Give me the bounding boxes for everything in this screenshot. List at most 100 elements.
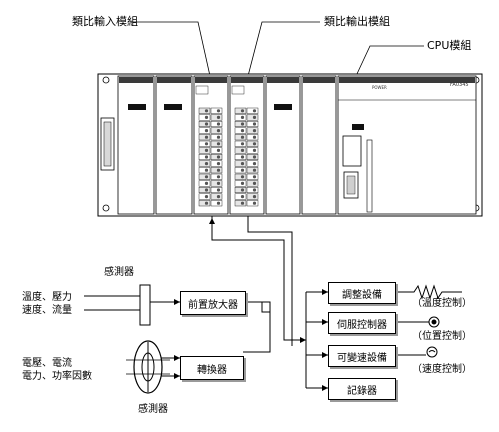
analog-input-terminal-screw: [204, 188, 209, 192]
bottom-sensor-measure-1: 電壓、電流: [22, 358, 72, 369]
analog-input-terminal-screw: [216, 142, 221, 146]
analog-input-callout: 類比輸入模組: [72, 15, 138, 28]
analog-output-terminal-screw: [240, 122, 245, 126]
analog-output-terminal-screw: [240, 168, 245, 172]
analog-input-terminal-screw: [204, 181, 209, 185]
analog-input-terminal-screw: [216, 162, 221, 166]
analog-input-terminal: [198, 120, 211, 127]
analog-output-terminal-screw: [252, 162, 257, 166]
analog-input-terminal-screw: [216, 168, 221, 172]
arrowheads: [174, 218, 328, 391]
analog-input-terminal-screw: [204, 129, 209, 133]
top-sensor-label: 感測器: [104, 267, 134, 278]
analog-output-terminal: [234, 186, 247, 193]
analog-output-terminal: [234, 153, 247, 160]
analog-output-terminal-screw: [252, 129, 257, 133]
analog-input-terminal: [198, 153, 211, 160]
output-box-adjuster: 調整設備: [328, 282, 396, 304]
analog-input-terminal: [198, 134, 211, 141]
wire-input-bus: [211, 216, 306, 341]
analog-output-terminal-screw: [240, 162, 245, 166]
analog-input-terminal-screw: [216, 188, 221, 192]
analog-output-terminal: [234, 134, 247, 141]
analog-output-terminal: [234, 160, 247, 167]
control-label-speed: （速度控制）: [412, 364, 472, 375]
io-module-3: [265, 75, 301, 215]
analog-output-module: [229, 75, 265, 215]
plc-rack: [97, 73, 483, 217]
cpu-leader: [355, 45, 424, 77]
analog-output-terminal-block: [234, 107, 259, 207]
top-sensor-measure-2: 速度、流量: [22, 305, 72, 316]
analog-input-terminal: [198, 180, 211, 187]
control-label-temperature: （溫度控制）: [412, 298, 472, 309]
analog-output-terminal-screw: [252, 142, 257, 146]
analog-output-terminal: [246, 173, 259, 180]
analog-input-terminal-screw: [216, 122, 221, 126]
analog-output-terminal: [234, 147, 247, 154]
analog-output-terminal-screw: [252, 168, 257, 172]
analog-input-terminal-screw: [204, 201, 209, 205]
preamplifier-box: 前置放大器: [180, 291, 246, 315]
analog-input-terminal: [198, 147, 211, 154]
pressure-flow-sensor-icon: [84, 284, 154, 326]
analog-output-terminal: [246, 160, 259, 167]
analog-output-terminal: [234, 107, 247, 114]
cpu-model-label: FA0345: [450, 82, 469, 88]
analog-output-terminal: [234, 200, 247, 207]
analog-output-terminal-screw: [252, 175, 257, 179]
analog-output-terminal: [246, 200, 259, 207]
analog-input-terminal: [198, 160, 211, 167]
analog-input-terminal-block: [198, 107, 223, 207]
heater-resistor-icon: [394, 284, 462, 300]
analog-output-terminal: [246, 167, 259, 174]
io-module-2: [155, 75, 193, 215]
analog-input-terminal-screw: [216, 135, 221, 139]
analog-input-terminal-screw: [204, 142, 209, 146]
mount-hole-tl: [102, 76, 110, 84]
analog-input-terminal: [198, 127, 211, 134]
analog-output-terminal: [246, 114, 259, 121]
analog-input-terminal: [210, 120, 223, 127]
bottom-sensor-label: 感測器: [138, 404, 168, 415]
analog-input-terminal-screw: [204, 115, 209, 119]
analog-output-terminal-screw: [252, 188, 257, 192]
analog-input-terminal: [198, 114, 211, 121]
analog-output-terminal-screw: [252, 109, 257, 113]
analog-input-terminal-screw: [204, 135, 209, 139]
cpu-power-label: POWER: [372, 85, 387, 90]
analog-output-terminal-screw: [240, 181, 245, 185]
analog-output-terminal: [234, 180, 247, 187]
analog-output-terminal: [234, 120, 247, 127]
analog-output-terminal-screw: [252, 148, 257, 152]
analog-input-terminal: [210, 114, 223, 121]
analog-output-terminal-screw: [252, 195, 257, 199]
analog-input-terminal-screw: [204, 148, 209, 152]
analog-output-terminal: [234, 127, 247, 134]
control-label-position: （位置控制）: [412, 331, 472, 342]
analog-input-terminal: [210, 160, 223, 167]
output-box-variable-speed: 可變速設備: [328, 345, 396, 367]
mount-hole-bl: [102, 204, 110, 212]
analog-output-terminal-screw: [240, 129, 245, 133]
cpu-memory-slot: [342, 135, 362, 167]
wire-output-bus: [247, 216, 293, 346]
analog-output-terminal-screw: [240, 148, 245, 152]
wire-preamp-up: [244, 301, 270, 313]
analog-input-terminal-screw: [204, 195, 209, 199]
analog-output-terminal: [246, 120, 259, 127]
analog-input-terminal-screw: [204, 109, 209, 113]
analog-input-terminal-screw: [216, 195, 221, 199]
analog-output-terminal-screw: [252, 181, 257, 185]
analog-output-terminal: [234, 140, 247, 147]
bottom-sensor-measure-2: 電力、功率因數: [22, 371, 92, 382]
analog-input-terminal: [210, 147, 223, 154]
analog-output-terminal-screw: [252, 155, 257, 159]
converter-box: 轉換器: [180, 356, 244, 380]
cpu-callout: CPU模組: [427, 39, 472, 52]
analog-output-terminal: [246, 193, 259, 200]
cpu-status-leds: [352, 124, 364, 130]
analog-input-terminal: [210, 167, 223, 174]
